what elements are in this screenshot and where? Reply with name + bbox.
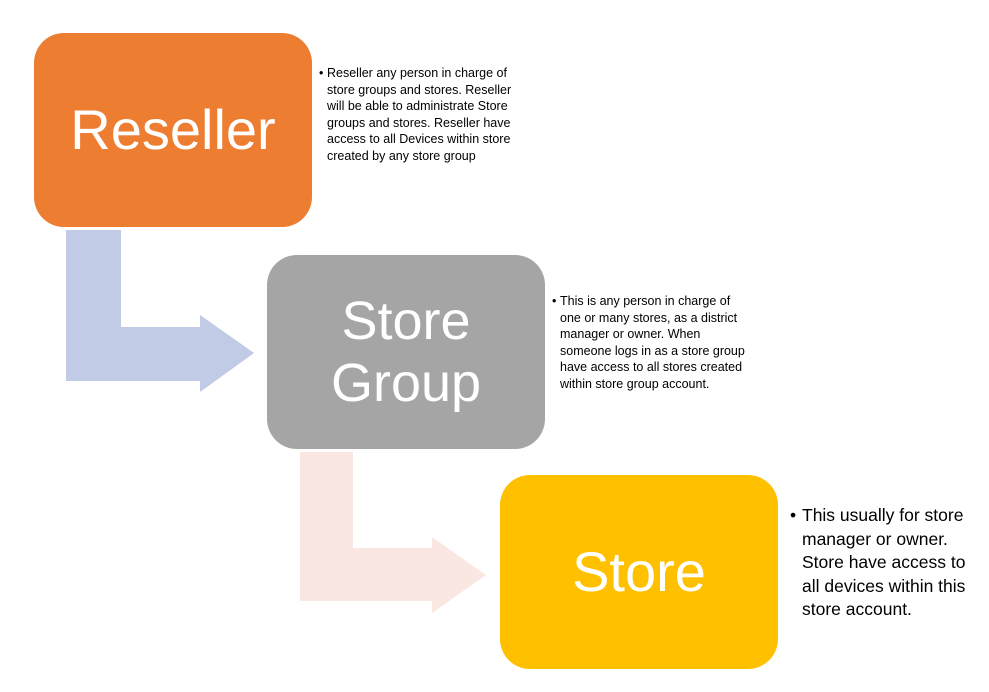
store-box: Store xyxy=(500,475,778,669)
store-group-label: Store Group xyxy=(330,290,482,413)
bullet-point: • xyxy=(319,66,324,80)
store-description: • This usually for store manager or owne… xyxy=(790,504,985,622)
store-group-box: Store Group xyxy=(267,255,545,449)
store-group-description-text: This is any person in charge of one or m… xyxy=(560,294,745,391)
bullet-point: • xyxy=(552,294,557,308)
store-group-description: • This is any person in charge of one or… xyxy=(552,293,752,392)
arrow-store-group-to-store xyxy=(300,452,486,613)
reseller-description: • Reseller any person in charge of store… xyxy=(319,65,519,164)
arrow-reseller-to-store-group xyxy=(66,230,254,392)
reseller-label: Reseller xyxy=(70,97,276,161)
bullet-point: • xyxy=(790,505,797,525)
store-label: Store xyxy=(572,539,706,603)
reseller-box: Reseller xyxy=(34,33,312,227)
store-description-text: This usually for store manager or owner.… xyxy=(802,505,966,619)
reseller-description-text: Reseller any person in charge of store g… xyxy=(327,66,512,163)
